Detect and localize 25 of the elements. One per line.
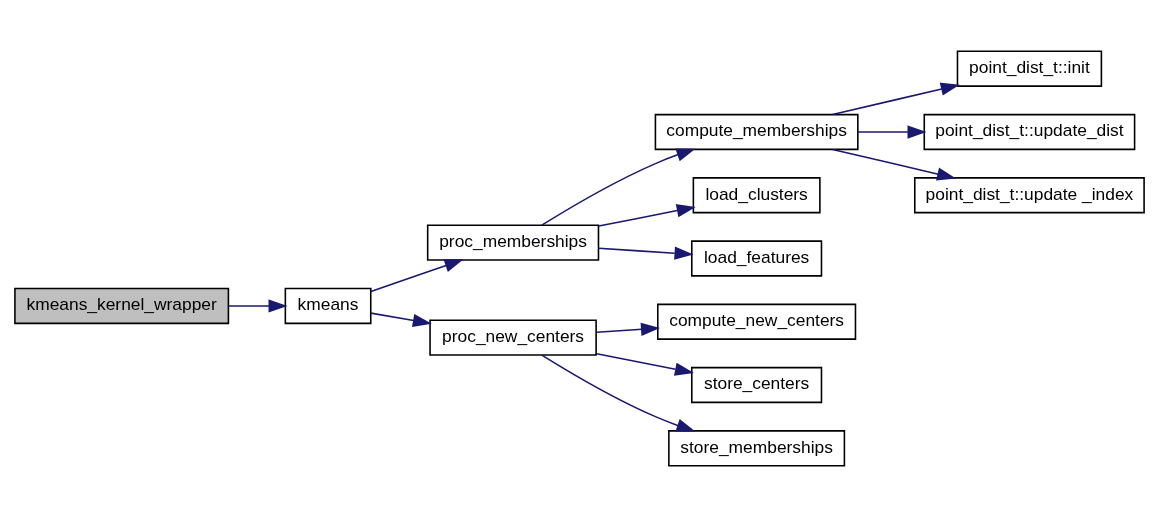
arrow (831, 148, 956, 181)
node-box: compute_new_centers (657, 303, 857, 340)
node-box: point_dist_t::update_dist (923, 113, 1136, 151)
arrow (597, 246, 694, 260)
node-box: store_memberships (668, 430, 846, 467)
arrow (595, 352, 694, 376)
arrow (857, 125, 927, 139)
node-box: point_dist_t::update _index (914, 177, 1145, 214)
node-box: load_clusters (692, 177, 821, 214)
arrow (227, 299, 288, 313)
arrow (541, 354, 696, 432)
node-box: proc_memberships (426, 224, 600, 261)
node-box: kmeans (284, 287, 372, 325)
node-box: kmeans_kernel_wrapper (14, 287, 230, 325)
arrow (595, 322, 660, 336)
node-box: proc_new_centers (429, 319, 597, 356)
node-box: store_centers (691, 366, 823, 404)
node-box: compute_memberships (654, 113, 859, 151)
arrow (597, 204, 696, 227)
arrow (831, 82, 960, 116)
arrow (370, 259, 464, 293)
arrow (370, 312, 432, 328)
node-box: point_dist_t::init (956, 50, 1103, 87)
node-box: load_features (691, 240, 823, 277)
arrow (541, 148, 696, 226)
